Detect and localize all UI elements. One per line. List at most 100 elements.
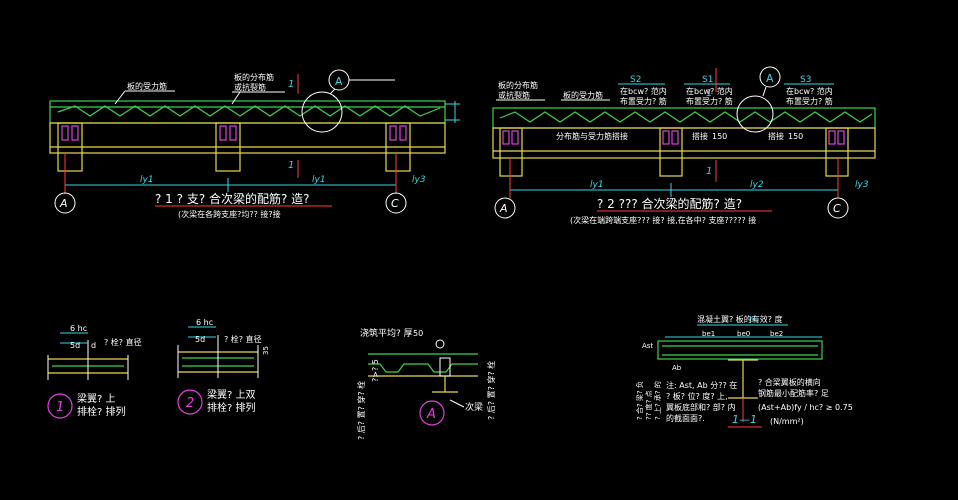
section-top-text: 混凝土翼? 板的有效? 度 bbox=[697, 314, 783, 324]
right-span3: ly3 bbox=[855, 180, 869, 190]
right-stud bbox=[502, 130, 510, 145]
left-stud bbox=[389, 125, 397, 141]
left-stud bbox=[399, 125, 407, 141]
left-label-slab-rebar: 板的受力筋 bbox=[127, 81, 167, 91]
section-dim-be2: be2 bbox=[770, 330, 783, 338]
right-axis-a-bubble bbox=[494, 197, 516, 219]
detail-1-badge bbox=[47, 393, 73, 419]
right-axis-c-bubble bbox=[827, 197, 849, 219]
detail-2-text-right: ? 栓? 直径 bbox=[224, 334, 262, 344]
detail-1-dim-d-label: d bbox=[91, 341, 96, 350]
right-girder-c bbox=[825, 127, 849, 177]
right-label-crack-rebar: 或抗裂筋 bbox=[498, 90, 530, 100]
left-leader-slab-rebar-tick bbox=[114, 90, 126, 105]
left-stud bbox=[229, 125, 237, 141]
detail-a-dim-left: ?>? 5 bbox=[371, 359, 380, 382]
left-title: ? 1 ? 支? 合次梁的配筋? 造? bbox=[155, 191, 310, 206]
detail-2-dim-side: 35 bbox=[262, 346, 270, 355]
section-left-text-3: ? 上? 承? 的 bbox=[653, 381, 662, 420]
detail-2-badge-label: 2 bbox=[186, 396, 194, 411]
detail-a-stud bbox=[439, 357, 451, 377]
right-span2: ly2 bbox=[750, 180, 764, 190]
detail-2-caption-1: 梁翼? 上双 bbox=[207, 388, 256, 401]
left-axis-a-bubble bbox=[54, 192, 76, 214]
section-formula: (Ast+Ab)fy / hc? ≥ 0.75 bbox=[758, 403, 853, 412]
detail-a-deck bbox=[368, 363, 478, 373]
left-girder-c bbox=[385, 122, 411, 172]
right-lap-val-2: 150 bbox=[788, 132, 803, 141]
left-section-mark-bottom: 1 bbox=[288, 160, 294, 171]
detail-a-dim-top: 50 bbox=[413, 329, 423, 338]
section-mark: 1—1 bbox=[732, 413, 757, 426]
right-lap-val-1: 150 bbox=[712, 132, 727, 141]
right-axis-a-label: A bbox=[499, 202, 508, 215]
section-right-1: ? 合梁翼板的横向 bbox=[758, 377, 821, 387]
left-callout-circle bbox=[301, 91, 343, 133]
left-axis-a-label: A bbox=[59, 197, 68, 210]
section-note-3: 翼板底部和? 部? 内 bbox=[666, 402, 736, 412]
section-note-2: ? 板? 位? 度? 上, bbox=[666, 391, 728, 401]
section-label-as: Ast bbox=[642, 342, 653, 350]
detail-a-left-text: ? 后? 置? 穿? 栓 bbox=[356, 381, 366, 440]
detail-a-badge bbox=[419, 400, 445, 426]
detail-1-caption-1: 梁翼? 上 bbox=[77, 392, 116, 405]
detail-1-badge-label: 1 bbox=[56, 400, 64, 415]
right-stud bbox=[671, 130, 679, 145]
right-note-mid-2: 布置受力? 筋 bbox=[686, 96, 733, 106]
right-s3: S3 bbox=[800, 75, 811, 85]
detail-a-top-text: 浇筑平均? 厚 bbox=[360, 327, 413, 339]
left-span2: ly1 bbox=[312, 175, 326, 185]
detail-2: 6 hc 5d ? 栓? 直径 35 2 梁翼? 上双 排栓? 排列 bbox=[177, 318, 270, 415]
section-dim-be1: be1 bbox=[702, 330, 715, 338]
detail-1-caption-2: 排栓? 排列 bbox=[77, 405, 126, 418]
left-axis-c-bubble bbox=[385, 192, 407, 214]
section-dim-be0: be0 bbox=[737, 330, 750, 338]
right-callout-circle bbox=[736, 95, 774, 133]
right-lap-2: 搭接 bbox=[768, 131, 784, 141]
left-leader-dist-tick bbox=[231, 91, 241, 105]
right-axis-c-label: C bbox=[833, 202, 841, 215]
left-detail: A 板的受力筋 板的分布筋 或抗裂筋 1 1 ly1 ly1 ly3 A C ? bbox=[49, 69, 460, 219]
section-unit: (N/mm²) bbox=[770, 417, 804, 426]
section-label-ab: Ab bbox=[672, 364, 682, 372]
left-girder-a bbox=[57, 122, 83, 172]
right-note-right-1: 在bcw? 范内 bbox=[786, 86, 833, 96]
right-label-slab-rebar: 板的受力筋 bbox=[563, 90, 603, 100]
left-callout-label: A bbox=[335, 75, 343, 88]
left-slab bbox=[49, 100, 446, 124]
right-s1: S1 bbox=[702, 75, 713, 85]
right-callout-leader bbox=[762, 86, 767, 97]
detail-2-dim-top-label: 6 hc bbox=[196, 318, 213, 327]
right-stud bbox=[662, 130, 670, 145]
left-secondary-beam bbox=[49, 122, 446, 154]
right-girder-a bbox=[499, 127, 523, 177]
left-axis-c-label: C bbox=[391, 197, 399, 210]
left-girder-b bbox=[215, 122, 241, 172]
detail-2-dim-mid-label: 5d bbox=[195, 335, 205, 344]
right-note-mid-1: 在bcw? 范内 bbox=[686, 86, 733, 96]
right-note-right-2: 布置受力? 筋 bbox=[786, 96, 833, 106]
right-girder-b bbox=[659, 127, 683, 177]
left-stud bbox=[219, 125, 227, 141]
right-label-dist-rebar: 板的分布筋 bbox=[498, 80, 538, 90]
section-right-2: 钢筋最小配筋率? 足 bbox=[758, 388, 829, 398]
left-span3: ly3 bbox=[412, 175, 426, 185]
right-title: ? 2 ??? 合次梁的配筋? 造? bbox=[597, 196, 742, 211]
right-note-left-1: 在bcw? 范内 bbox=[620, 86, 667, 96]
section-1-1: 混凝土翼? 板的有效? 度 be be1 be0 be2 Ast Ab ? 合?… bbox=[635, 314, 853, 428]
right-stud bbox=[828, 130, 836, 145]
right-stud bbox=[837, 130, 845, 145]
left-section-mark-top: 1 bbox=[288, 79, 294, 90]
left-slab-rebar bbox=[57, 105, 441, 117]
left-stud bbox=[71, 125, 79, 141]
detail-a: 浇筑平均? 厚 50 ?>? 5 ? 后? 置? 穿? 栓 ? 后? 置? 穿?… bbox=[356, 327, 496, 440]
right-secondary-beam bbox=[492, 127, 876, 159]
right-lap-1: 搭接 bbox=[692, 131, 708, 141]
left-label-dist-rebar: 板的分布筋 bbox=[234, 72, 274, 82]
right-detail: A 板的分布筋 或抗裂筋 板的受力筋 S2 S1 S3 在bcw? 范内 布置受… bbox=[492, 66, 876, 225]
left-subtitle: (次梁在各跨支座?均?? 接?接 bbox=[178, 209, 281, 219]
section-slab bbox=[657, 340, 823, 360]
detail-1-dim-top-label: 6 hc bbox=[70, 324, 87, 333]
right-span1: ly1 bbox=[590, 180, 604, 190]
left-callout-leader bbox=[329, 88, 336, 95]
